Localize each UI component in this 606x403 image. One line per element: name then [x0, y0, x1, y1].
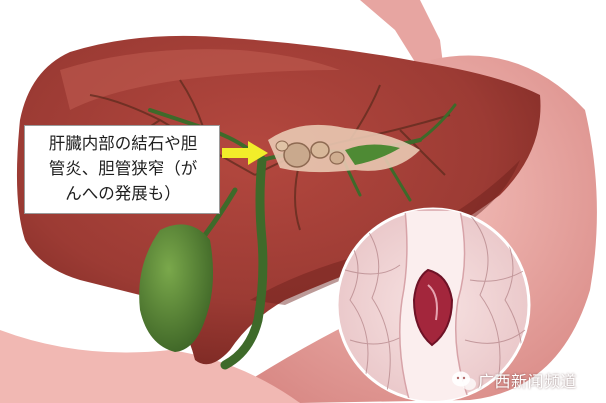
- callout-line-2: 管炎、胆管狭窄（が: [31, 156, 215, 181]
- annotation-callout: 肝臓内部の結石や胆 管炎、胆管狭窄（が んへの発展も）: [24, 125, 220, 214]
- watermark-text: 广西新闻频道: [478, 368, 577, 392]
- lower-tissue: [0, 330, 300, 403]
- callout-line-3: んへの発展も）: [31, 181, 215, 206]
- callout-line-1: 肝臓内部の結石や胆: [31, 131, 215, 156]
